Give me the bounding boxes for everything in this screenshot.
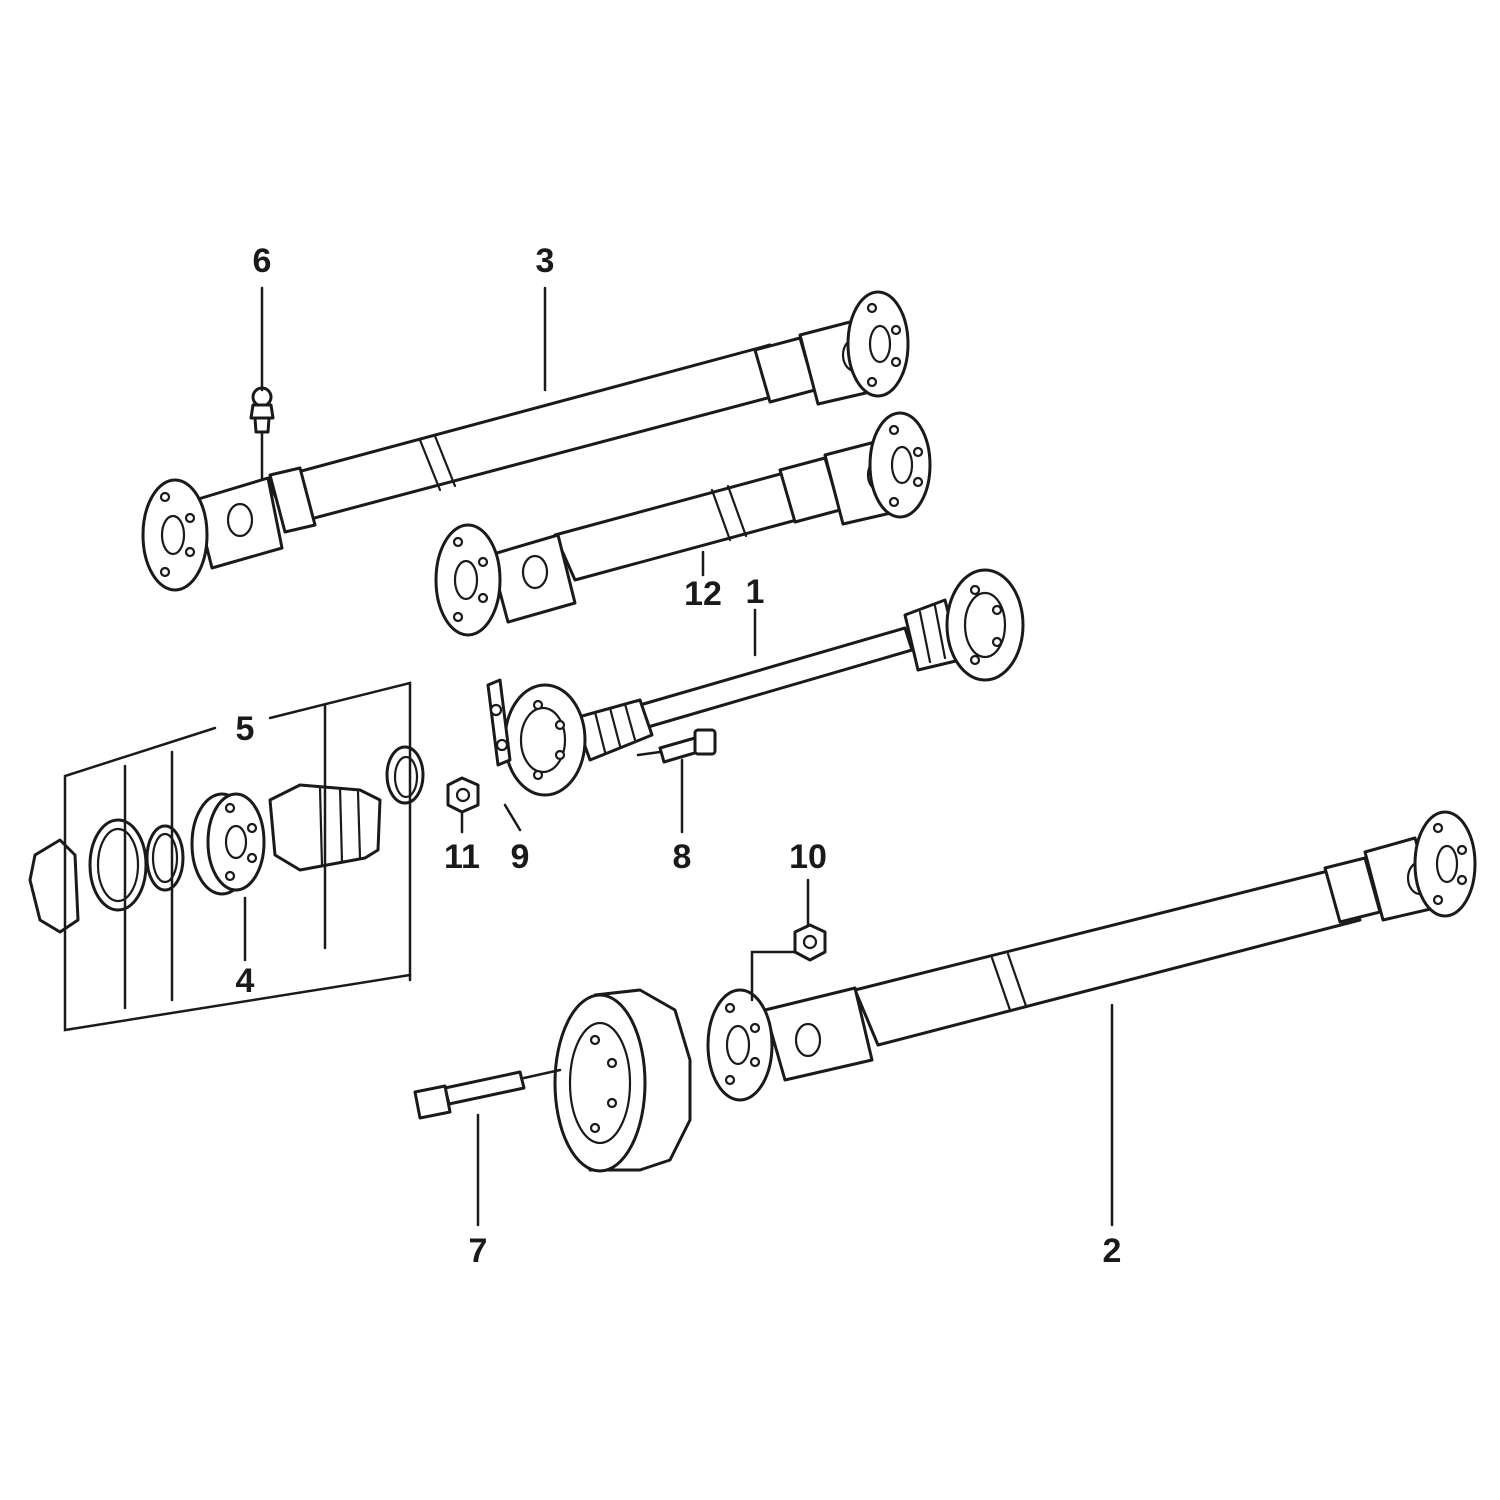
propeller-shaft-12 <box>434 411 932 637</box>
callout-12: 12 <box>684 575 722 613</box>
drive-shaft-1 <box>503 568 1025 797</box>
callout-11: 11 <box>444 838 480 876</box>
callout-numbers: 6 3 12 1 5 11 9 8 10 4 7 2 <box>236 242 1122 1270</box>
bolt-8 <box>636 728 717 764</box>
clamp-band <box>385 745 425 805</box>
callout-10: 10 <box>789 838 827 876</box>
propeller-shaft-3 <box>141 290 910 592</box>
callout-2: 2 <box>1103 1232 1122 1270</box>
vibration-damper <box>553 988 692 1173</box>
callout-5: 5 <box>236 710 255 748</box>
callout-9: 9 <box>511 838 530 876</box>
callout-6: 6 <box>253 242 272 280</box>
callout-4: 4 <box>236 962 255 1000</box>
callout-1: 1 <box>746 573 765 611</box>
cv-joint-1-left <box>503 683 587 797</box>
callout-3: 3 <box>536 242 555 280</box>
flange-3-left <box>141 478 209 592</box>
seal-ring-small <box>145 824 185 892</box>
lock-plate-9 <box>486 678 512 767</box>
flange-12-right <box>868 411 932 519</box>
seal-ring-large <box>88 818 148 912</box>
flange-2-left <box>706 988 774 1102</box>
grease-nipple-6 <box>249 386 275 480</box>
callout-8: 8 <box>673 838 692 876</box>
bolt-7 <box>413 1068 562 1120</box>
cap <box>28 838 80 934</box>
cv-joint-1-right <box>945 568 1025 682</box>
leader-lines <box>260 286 1114 1227</box>
nut-11 <box>446 776 480 814</box>
cv-joint-hub <box>190 792 266 896</box>
nut-10 <box>750 923 827 1002</box>
repair-kit-parts <box>28 745 425 934</box>
kit-bracket-5 <box>63 681 412 1032</box>
flange-3-right <box>846 290 910 398</box>
callout-7: 7 <box>469 1232 488 1270</box>
flange-2-right <box>1413 810 1477 918</box>
propeller-shaft-2 <box>706 810 1477 1102</box>
flange-12-left <box>434 523 502 637</box>
